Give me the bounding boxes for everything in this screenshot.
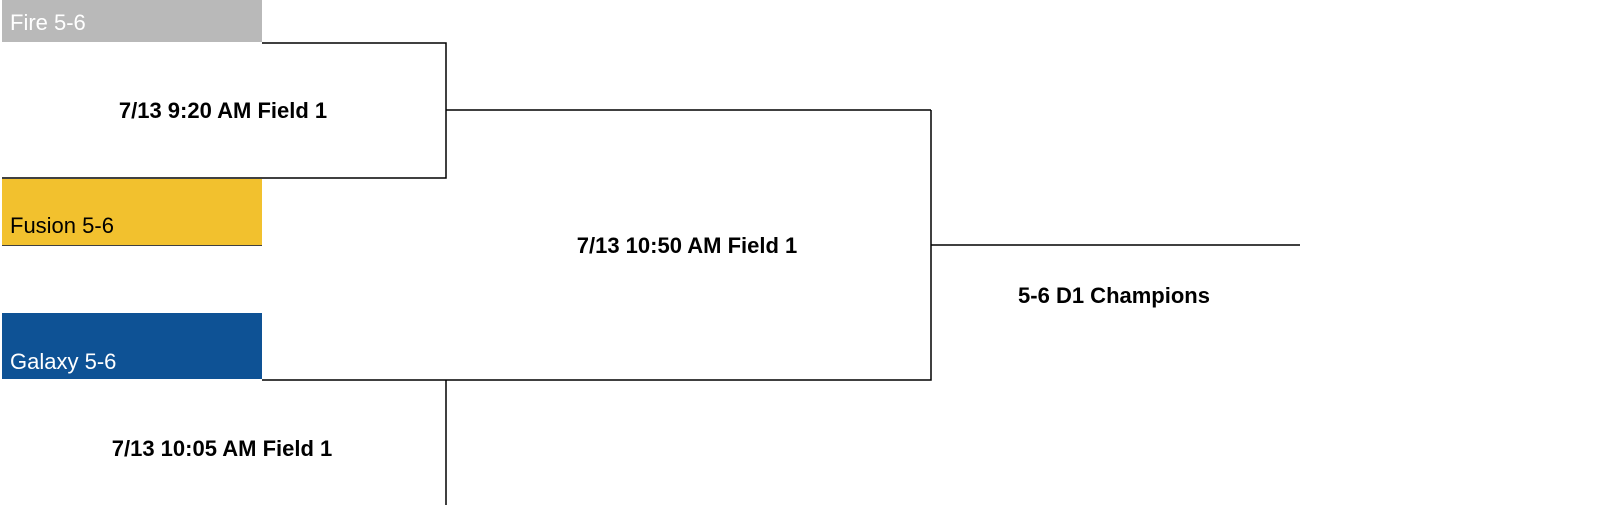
game-2-label: 7/13 10:50 AM Field 1 <box>576 233 798 258</box>
champions-label: 5-6 D1 Champions <box>1018 283 1210 308</box>
team-fusion: Fusion 5-6 <box>2 179 262 245</box>
team-galaxy: Galaxy 5-6 <box>2 313 262 379</box>
game-1-label: 7/13 9:20 AM Field 1 <box>118 98 328 123</box>
game-2-connector <box>262 110 932 381</box>
team-fire: Fire 5-6 <box>2 0 262 42</box>
team-galaxy-label: Galaxy 5-6 <box>10 349 117 374</box>
game-3-label: 7/13 10:05 AM Field 1 <box>111 436 333 461</box>
team-fire-label: Fire 5-6 <box>10 10 86 35</box>
team-fusion-label: Fusion 5-6 <box>10 213 114 238</box>
